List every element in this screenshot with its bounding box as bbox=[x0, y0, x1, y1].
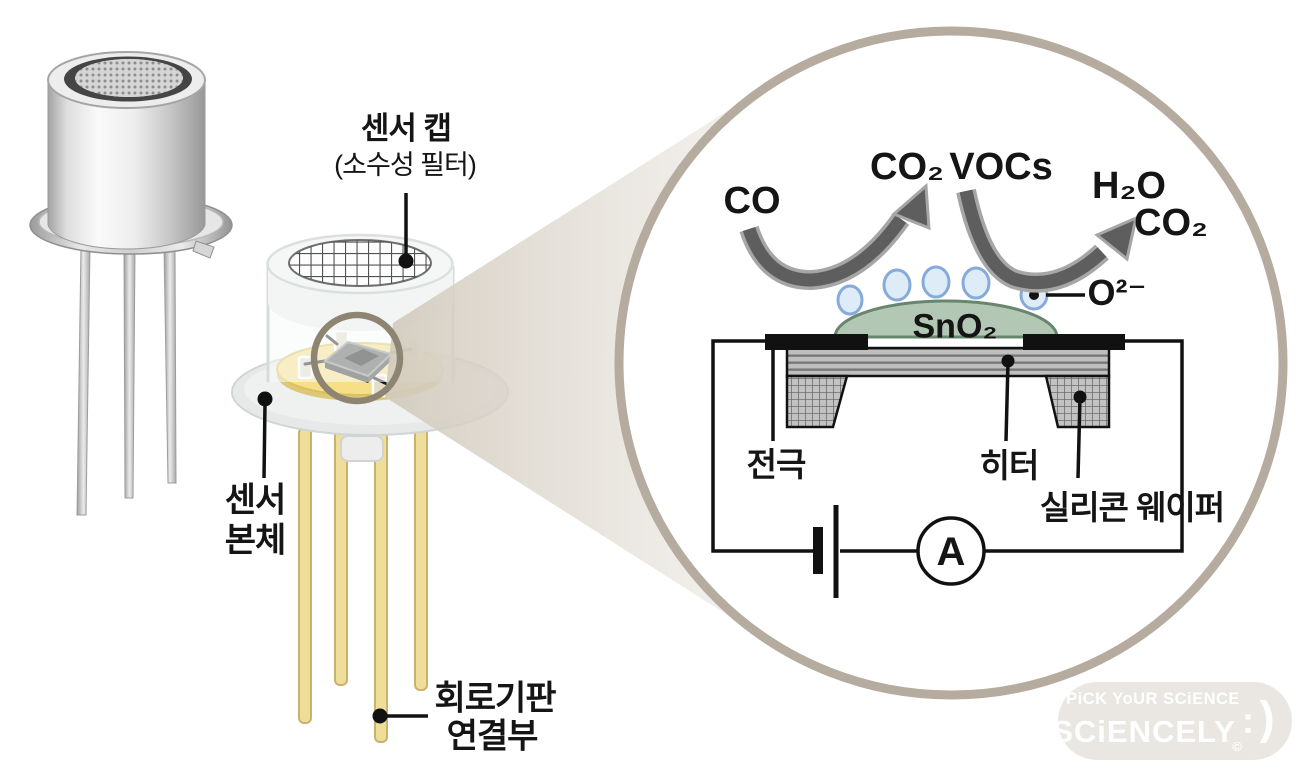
electrode-bar-right bbox=[1023, 334, 1125, 350]
photo-sensor-mesh bbox=[75, 59, 183, 97]
mems-device bbox=[765, 299, 1125, 429]
electrode-bar-left bbox=[765, 334, 868, 350]
magnifier-ring bbox=[310, 311, 404, 405]
gas-co2-left-label: CO₂ bbox=[870, 146, 944, 189]
sensor-body-label-line2: 본체 bbox=[224, 521, 287, 560]
leader-lines bbox=[257, 193, 1087, 724]
circuit-wires bbox=[711, 339, 1184, 553]
oxygen-ion-label: O²⁻ bbox=[1087, 272, 1147, 314]
watermark-smiley-paren: ) bbox=[1259, 691, 1275, 744]
watermark-tagline: PiCK YoUR SCiENCE bbox=[1066, 689, 1240, 708]
battery bbox=[813, 505, 839, 598]
sensor-cap-mesh bbox=[289, 240, 431, 286]
sensor-body-label-line1: 센서 bbox=[224, 481, 287, 520]
pcb-dot bbox=[372, 708, 388, 724]
ammeter-label: A bbox=[936, 530, 966, 574]
sciencely-watermark: PiCK YoUR SCiENCE SCiENCELY © : ) bbox=[1052, 682, 1292, 760]
sensor-stem bbox=[340, 435, 384, 462]
gas-reaction-arrows bbox=[739, 182, 1139, 293]
photo-sensor-tab bbox=[192, 240, 215, 259]
arrow-head-left bbox=[891, 182, 931, 231]
sensor-cap-dot bbox=[398, 253, 414, 269]
silicon-wafer-leg-left bbox=[785, 374, 849, 429]
gas-vocs-label: VOCs bbox=[949, 146, 1053, 189]
sensor-cap-sublabel: (소수성 필터) bbox=[334, 150, 477, 181]
gas-co2-right-label: CO₂ bbox=[1134, 202, 1208, 245]
heater-membrane bbox=[785, 346, 1111, 378]
gas-co-label: CO bbox=[723, 180, 781, 223]
sno2-dome bbox=[833, 299, 1059, 339]
photo-sensor-can bbox=[47, 79, 206, 250]
watermark-smiley-colon: : bbox=[1242, 700, 1254, 742]
sensor-body-dot bbox=[257, 391, 273, 407]
wafer-pointer bbox=[1076, 396, 1082, 479]
photo-sensor-legs bbox=[76, 245, 177, 516]
gas-h2o-label: H₂O bbox=[1092, 165, 1166, 208]
sno2-label: SnO₂ bbox=[912, 307, 998, 346]
pcb-connector-label-line1: 회로기판 bbox=[434, 679, 556, 718]
arrow-head-right bbox=[1094, 215, 1139, 262]
ammeter bbox=[916, 516, 986, 586]
watermark-brand: SCiENCELY bbox=[1052, 713, 1236, 749]
sensor-cap-label: 센서 캡 bbox=[360, 110, 452, 146]
sensor-body-pointer bbox=[262, 402, 267, 479]
electrode-label: 전극 bbox=[746, 445, 807, 483]
heater-label: 히터 bbox=[979, 446, 1040, 484]
sensor-gold-pins bbox=[298, 427, 428, 743]
heater-pointer bbox=[1004, 360, 1010, 442]
pcb-connector-label-line2: 연결부 bbox=[446, 717, 539, 756]
silicon-wafer-label: 실리콘 웨이퍼 bbox=[1039, 488, 1225, 526]
photo-gas-sensor bbox=[29, 51, 233, 516]
watermark-copyright: © bbox=[1232, 738, 1242, 754]
